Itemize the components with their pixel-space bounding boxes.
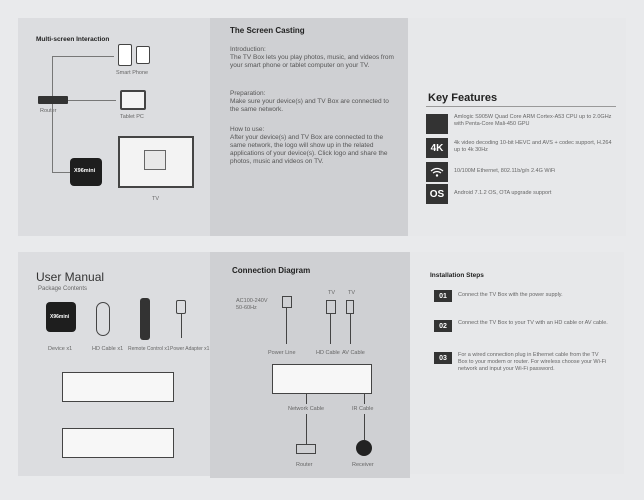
box-logo: X96mini	[74, 168, 96, 174]
intro-body: The TV Box lets you play photos, music, …	[230, 54, 394, 69]
smart-phone-icon	[118, 44, 132, 66]
power-adapter-icon	[176, 300, 186, 314]
multi-screen-title: Multi-screen Interaction	[36, 36, 110, 43]
connector-line	[52, 104, 53, 172]
wifi-icon	[426, 162, 448, 182]
feature-text: 10/100M Ethernet, 802.11b/g/n 2.4G WiFi	[454, 168, 556, 174]
device-logo: X96mini	[50, 314, 70, 320]
connector-line	[52, 172, 70, 173]
intro-heading: Introduction:	[230, 46, 266, 53]
hd-cable-label-2: HD Cable	[316, 350, 340, 356]
key-features-title: Key Features	[428, 92, 498, 104]
router-icon	[38, 96, 68, 104]
router-icon	[296, 444, 316, 454]
box-rear-diagram	[62, 372, 174, 402]
cable-line	[364, 394, 365, 404]
adapter-cable	[181, 314, 182, 338]
hd-cable-icon	[96, 302, 110, 336]
router-label: Router	[40, 108, 57, 114]
power-adapter-label: Power Adapter x1	[170, 346, 210, 352]
tv-label: TV	[152, 196, 160, 202]
connector-line	[52, 56, 53, 96]
cable-line	[306, 394, 307, 404]
prep-heading: Preparation:	[230, 90, 266, 97]
4k-badge-icon: 4K	[426, 138, 448, 158]
prep-body: Make sure your device(s) and TV Box are …	[230, 98, 389, 113]
cable-line	[286, 308, 287, 344]
receiver-label: Receiver	[352, 462, 374, 468]
av-cable-label: AV Cable	[342, 350, 365, 356]
step-text: For a wired connection plug in Ethernet …	[458, 352, 607, 372]
receiver-icon	[356, 440, 372, 456]
hd-cable-label: HD Cable x1	[92, 346, 124, 352]
network-cable-label: Network Cable	[288, 406, 325, 412]
screen-casting-title: The Screen Casting	[230, 26, 305, 35]
cpu-chip-icon	[426, 114, 448, 134]
connector-line	[52, 56, 114, 57]
cable-line	[364, 414, 365, 440]
smart-phone-label: Smart Phone	[116, 70, 149, 76]
cable-line	[350, 314, 351, 344]
box-side-diagram	[62, 428, 174, 458]
feature-text: 4k video decoding 10-bit HEVC and AVS + …	[454, 140, 612, 153]
hd-plug-icon	[326, 300, 336, 314]
tv-icon	[118, 136, 194, 188]
howto-heading: How to use:	[230, 126, 265, 133]
os-badge-icon: OS	[426, 184, 448, 204]
step-number-badge: 03	[434, 352, 452, 364]
howto-body: After your device(s) and TV Box are conn…	[230, 134, 388, 165]
box-ports-diagram	[272, 364, 372, 394]
wifi-glyph	[430, 167, 444, 177]
tablet-icon	[120, 90, 146, 110]
tv-box-icon	[70, 158, 102, 186]
connector-line	[68, 100, 116, 101]
power-line-label: Power Line	[268, 350, 296, 356]
title-rule	[426, 106, 616, 107]
cable-line	[306, 414, 307, 444]
tv-label-1: TV	[328, 290, 336, 296]
ir-cable-label: IR Cable	[352, 406, 374, 412]
tv-label-2: TV	[348, 290, 356, 296]
step-number-badge: 01	[434, 290, 452, 302]
package-contents-label: Package Contents	[38, 286, 88, 292]
remote-label: Remote Control x1	[128, 346, 170, 352]
device-label: Device x1	[48, 346, 73, 352]
power-plug-icon	[282, 296, 292, 308]
router-label-2: Router	[296, 462, 313, 468]
cable-line	[330, 314, 331, 344]
step-number-badge: 02	[434, 320, 452, 332]
step-text: Connect the TV Box to your TV with an HD…	[458, 320, 608, 326]
ac-label: AC100-240V 50-60Hz	[236, 298, 268, 311]
feature-text: Amlogic S905W Quad Core ARM Cortex-A53 C…	[454, 114, 612, 127]
step-text: Connect the TV Box with the power supply…	[458, 292, 563, 298]
top-left-panel	[18, 18, 210, 236]
manual-title: User Manual	[36, 270, 105, 284]
top-middle-panel	[210, 18, 408, 236]
feature-text: Android 7.1.2 OS, OTA upgrade support	[454, 190, 552, 196]
av-plug-icon	[346, 300, 354, 314]
phone-screen-icon	[136, 46, 150, 64]
picture-icon	[144, 150, 166, 170]
device-icon	[46, 302, 76, 332]
installation-title: Installation Steps	[430, 272, 484, 279]
tablet-pc-label: Tablet PC	[120, 114, 144, 120]
connection-diagram-title: Connection Diagram	[232, 266, 311, 275]
remote-control-icon	[140, 298, 150, 340]
